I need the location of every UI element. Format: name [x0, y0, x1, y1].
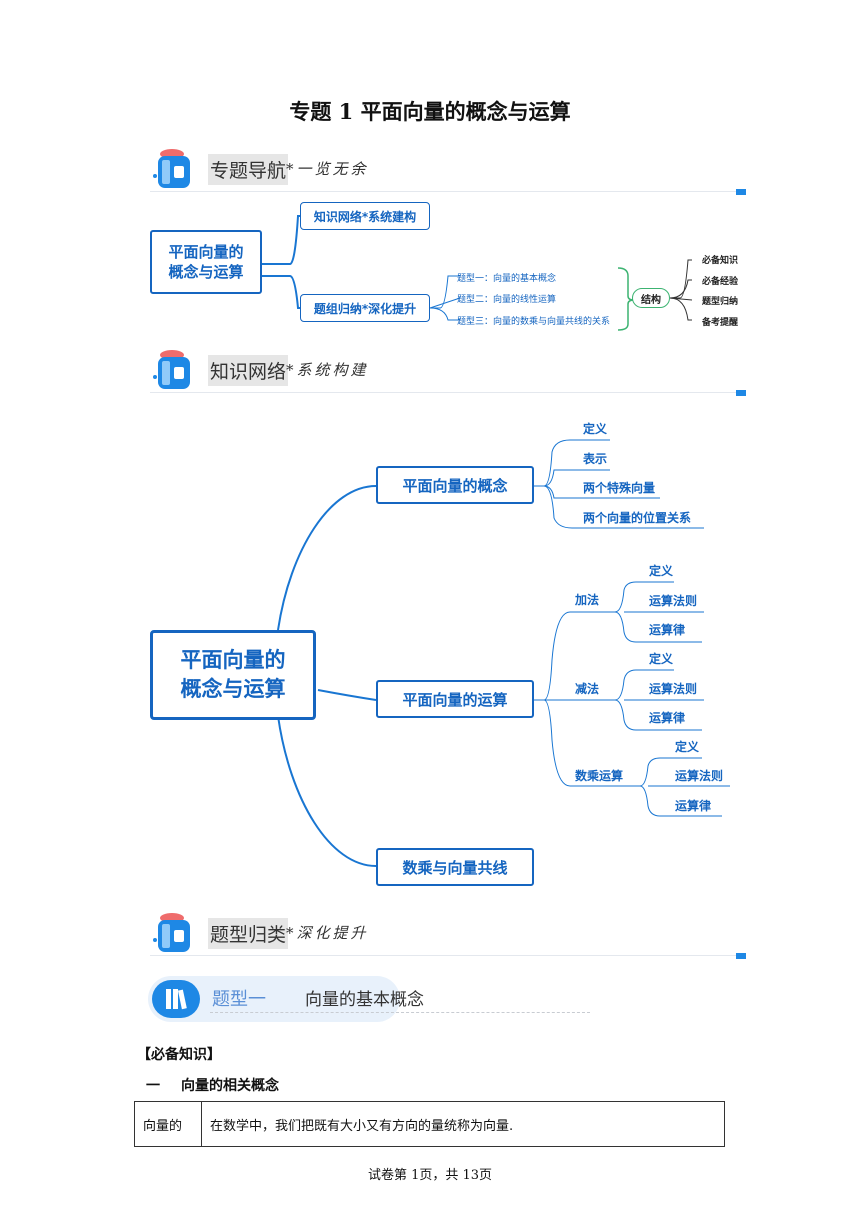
- subsection-title: 向量的相关概念: [181, 1078, 279, 1094]
- concept-item-definition: 定义: [583, 422, 608, 436]
- document-title: 专题 1 平面向量的概念与运算: [289, 99, 571, 124]
- mindmap-root-line2: 概念与运算: [180, 677, 286, 701]
- section-header-network: 知识网络 *系统构建: [150, 347, 746, 396]
- table-cell-definition: 在数学中，我们把既有大小又有方向的量统称为向量.: [201, 1101, 725, 1147]
- section-title: 题型归类: [208, 918, 289, 949]
- subsection-number: 一: [146, 1078, 160, 1094]
- nav-leaf-3: 题型归纳: [702, 297, 739, 307]
- mindmap-operation-node: 平面向量的运算: [376, 680, 534, 718]
- section-subtitle: *一览无余: [286, 160, 369, 178]
- sub-item-rule: 运算法则: [649, 682, 698, 696]
- scalar-item-law: 运算律: [675, 799, 712, 813]
- concept-item-notation: 表示: [583, 452, 608, 466]
- section-title: 知识网络: [208, 355, 289, 386]
- table-cell-term: 向量的: [134, 1101, 202, 1147]
- mindmap-collinear-node: 数乘与向量共线: [376, 848, 534, 886]
- nav-root-line1: 平面向量的: [168, 243, 244, 261]
- operation-sub-label: 减法: [575, 682, 600, 696]
- nav-type-3: 题型三：向量的数乘与向量共线的关系: [457, 317, 611, 327]
- scalar-item-definition: 定义: [675, 740, 700, 754]
- nav-leaf-2: 必备经验: [702, 277, 739, 287]
- book-icon: [153, 149, 190, 188]
- mindmap-lines: [277, 439, 730, 867]
- section-title: 专题导航: [208, 154, 289, 185]
- book-icon: [153, 350, 190, 389]
- nav-type-1: 题型一：向量的基本概念: [457, 274, 557, 284]
- operation-scalar-label: 数乘运算: [575, 769, 624, 783]
- type-number: 题型一: [212, 989, 266, 1010]
- concept-item-position: 两个向量的位置关系: [583, 511, 692, 525]
- nav-root-line2: 概念与运算: [168, 263, 244, 281]
- section-header-types: 题型归类 *深化提升: [150, 910, 746, 959]
- type-title: 向量的基本概念: [305, 990, 424, 1010]
- page-footer: 试卷第 1页，共 13页: [367, 1168, 493, 1183]
- operation-add-label: 加法: [575, 593, 600, 607]
- concept-item-special-vectors: 两个特殊向量: [583, 481, 656, 495]
- nav-map-lines: [262, 215, 693, 331]
- add-item-rule: 运算法则: [649, 594, 698, 608]
- type-divider: [210, 1012, 590, 1013]
- add-item-definition: 定义: [649, 564, 674, 578]
- nav-root-node: 平面向量的 概念与运算: [150, 230, 262, 294]
- table-row: 向量的 在数学中，我们把既有大小又有方向的量统称为向量.: [134, 1101, 725, 1147]
- mindmap-concept-node: 平面向量的概念: [376, 466, 534, 504]
- nav-type-2: 题型二：向量的线性运算: [457, 295, 557, 305]
- mindmap-root-line1: 平面向量的: [180, 648, 286, 672]
- nav-branch-types: 题组归纳*深化提升: [300, 294, 430, 322]
- section-header-nav: 专题导航 *一览无余: [150, 146, 746, 195]
- book-icon: [153, 913, 190, 952]
- books-icon: [152, 980, 200, 1018]
- nav-structure-node: 结构: [632, 288, 670, 308]
- knowledge-heading: 【必备知识】: [137, 1047, 221, 1063]
- nav-leaf-4: 备考提醒: [702, 318, 739, 328]
- section-subtitle: *系统构建: [286, 361, 369, 379]
- scalar-item-rule: 运算法则: [675, 769, 724, 783]
- sub-item-definition: 定义: [649, 652, 674, 666]
- add-item-law: 运算律: [649, 623, 686, 637]
- nav-branch-network: 知识网络*系统建构: [300, 202, 430, 230]
- concept-table: 向量的 在数学中，我们把既有大小又有方向的量统称为向量.: [134, 1101, 725, 1147]
- sub-item-law: 运算律: [649, 711, 686, 725]
- mindmap-root-node: 平面向量的 概念与运算: [150, 630, 316, 720]
- nav-leaf-1: 必备知识: [702, 256, 739, 266]
- section-subtitle: *深化提升: [286, 924, 369, 942]
